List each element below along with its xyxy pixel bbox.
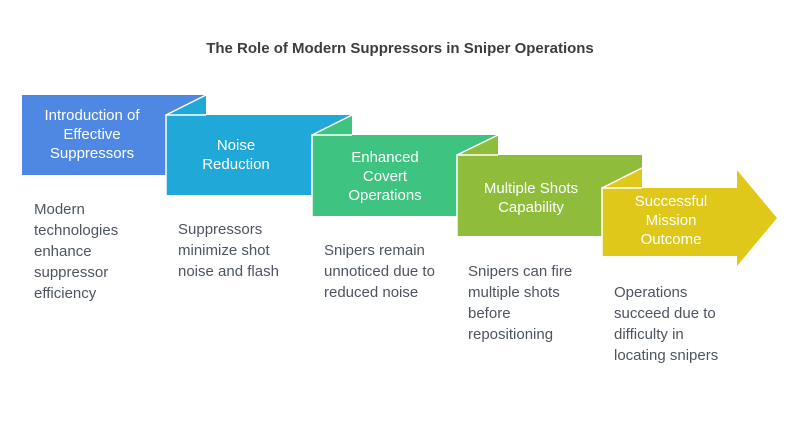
step-2-description: Suppressors minimize shot noise and flas… (178, 221, 279, 280)
diagram-title: The Role of Modern Suppressors in Sniper… (206, 40, 594, 57)
step-1-box (22, 95, 206, 175)
step-3-box (312, 135, 498, 216)
step-1-description: Modern technologies enhance suppressor e… (34, 201, 119, 302)
step-3-description: Snipers remain unnoticed due to reduced … (324, 242, 435, 301)
step-5-arrow (602, 170, 777, 266)
step-2-box (166, 115, 352, 195)
step-5-label: Successful Mission Outcome (634, 192, 708, 248)
step-5-description: Operations succeed due to difficulty in … (614, 284, 719, 364)
step-3-label: Enhanced Covert Operations (348, 148, 422, 204)
step-4-box (457, 155, 642, 236)
step-4-description: Snipers can fire multiple shots before r… (468, 263, 573, 343)
step-4-label: Multiple Shots Capability (483, 180, 579, 216)
step-1-label: Introduction of Effective Suppressors (44, 106, 140, 162)
step-2-label: Noise Reduction (202, 137, 270, 173)
